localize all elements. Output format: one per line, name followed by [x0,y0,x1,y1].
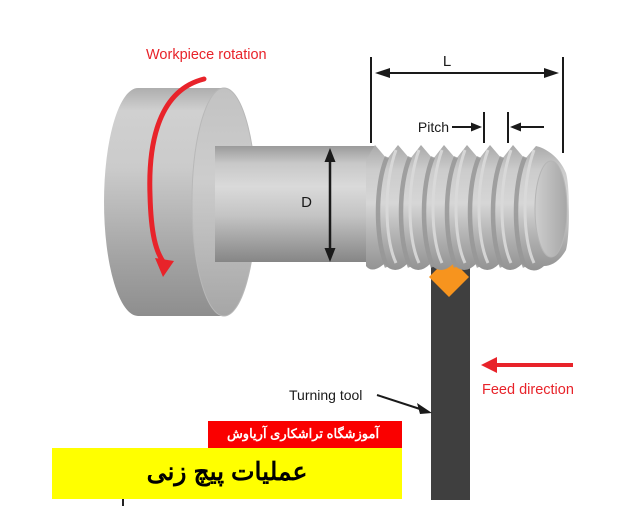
dimension-D-arrowhead-top [324,148,336,162]
turning-tool-label: Turning tool [289,387,362,403]
workpiece-rotation-label: Workpiece rotation [146,47,267,63]
dimension-pitch [452,112,544,143]
workpiece-disk-body [104,88,224,316]
diameter-label: D [301,194,312,211]
pitch-label: Pitch [418,119,449,135]
thread-ridges [375,149,536,268]
dimension-L [370,57,564,153]
pitch-arrowhead-left [471,122,482,132]
workpiece-shaft [215,146,375,262]
feed-direction-label: Feed direction [482,382,574,398]
school-name-text: آموزشگاه تراشکاری آریاوش [226,425,380,441]
rotation-arrow-arc [147,76,207,266]
turning-tool-arrowhead [417,403,432,414]
school-name-banner: آموزشگاه تراشکاری آریاوش [208,421,402,448]
dimension-L-arrowhead-right [544,68,559,78]
turning-tool-pointer-line [376,394,421,410]
thread-end-face [534,160,568,258]
turning-tool-shank [431,265,470,500]
dimension-L-arrowhead-left [375,68,390,78]
rotation-arrowhead [155,258,174,277]
pitch-arrowhead-right [510,122,521,132]
operation-title-text: عملیات پیچ زنی [146,457,308,486]
feed-arrowhead [481,357,497,373]
corner-tick-mark [122,499,124,506]
dimension-D-arrowhead-bottom [324,248,336,262]
operation-title-banner: عملیات پیچ زنی [52,448,402,499]
length-label: L [443,53,451,70]
